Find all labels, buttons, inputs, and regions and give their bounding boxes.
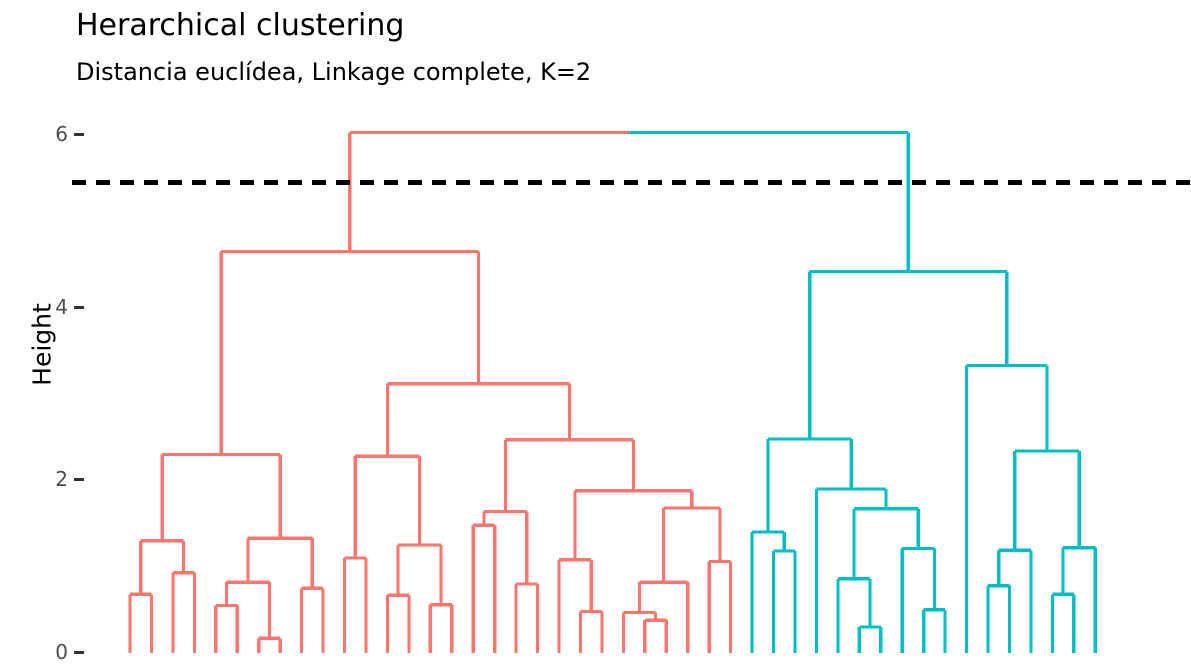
y-tick-mark-0	[74, 651, 84, 654]
page-title: Herarchical clustering	[76, 8, 405, 43]
y-tick-mark-2	[74, 478, 84, 482]
y-tick-label-2: 2	[55, 467, 68, 492]
chart-subtitle: Distancia euclídea, Linkage complete, K=…	[76, 58, 592, 86]
y-tick-label-4: 4	[55, 294, 68, 319]
y-tick-mark-4	[74, 305, 84, 309]
y-tick-label-6: 6	[55, 122, 68, 147]
y-tick-label-0: 0	[55, 640, 68, 664]
y-tick-mark-6	[74, 133, 84, 137]
dendrogram-branches	[128, 130, 1097, 653]
